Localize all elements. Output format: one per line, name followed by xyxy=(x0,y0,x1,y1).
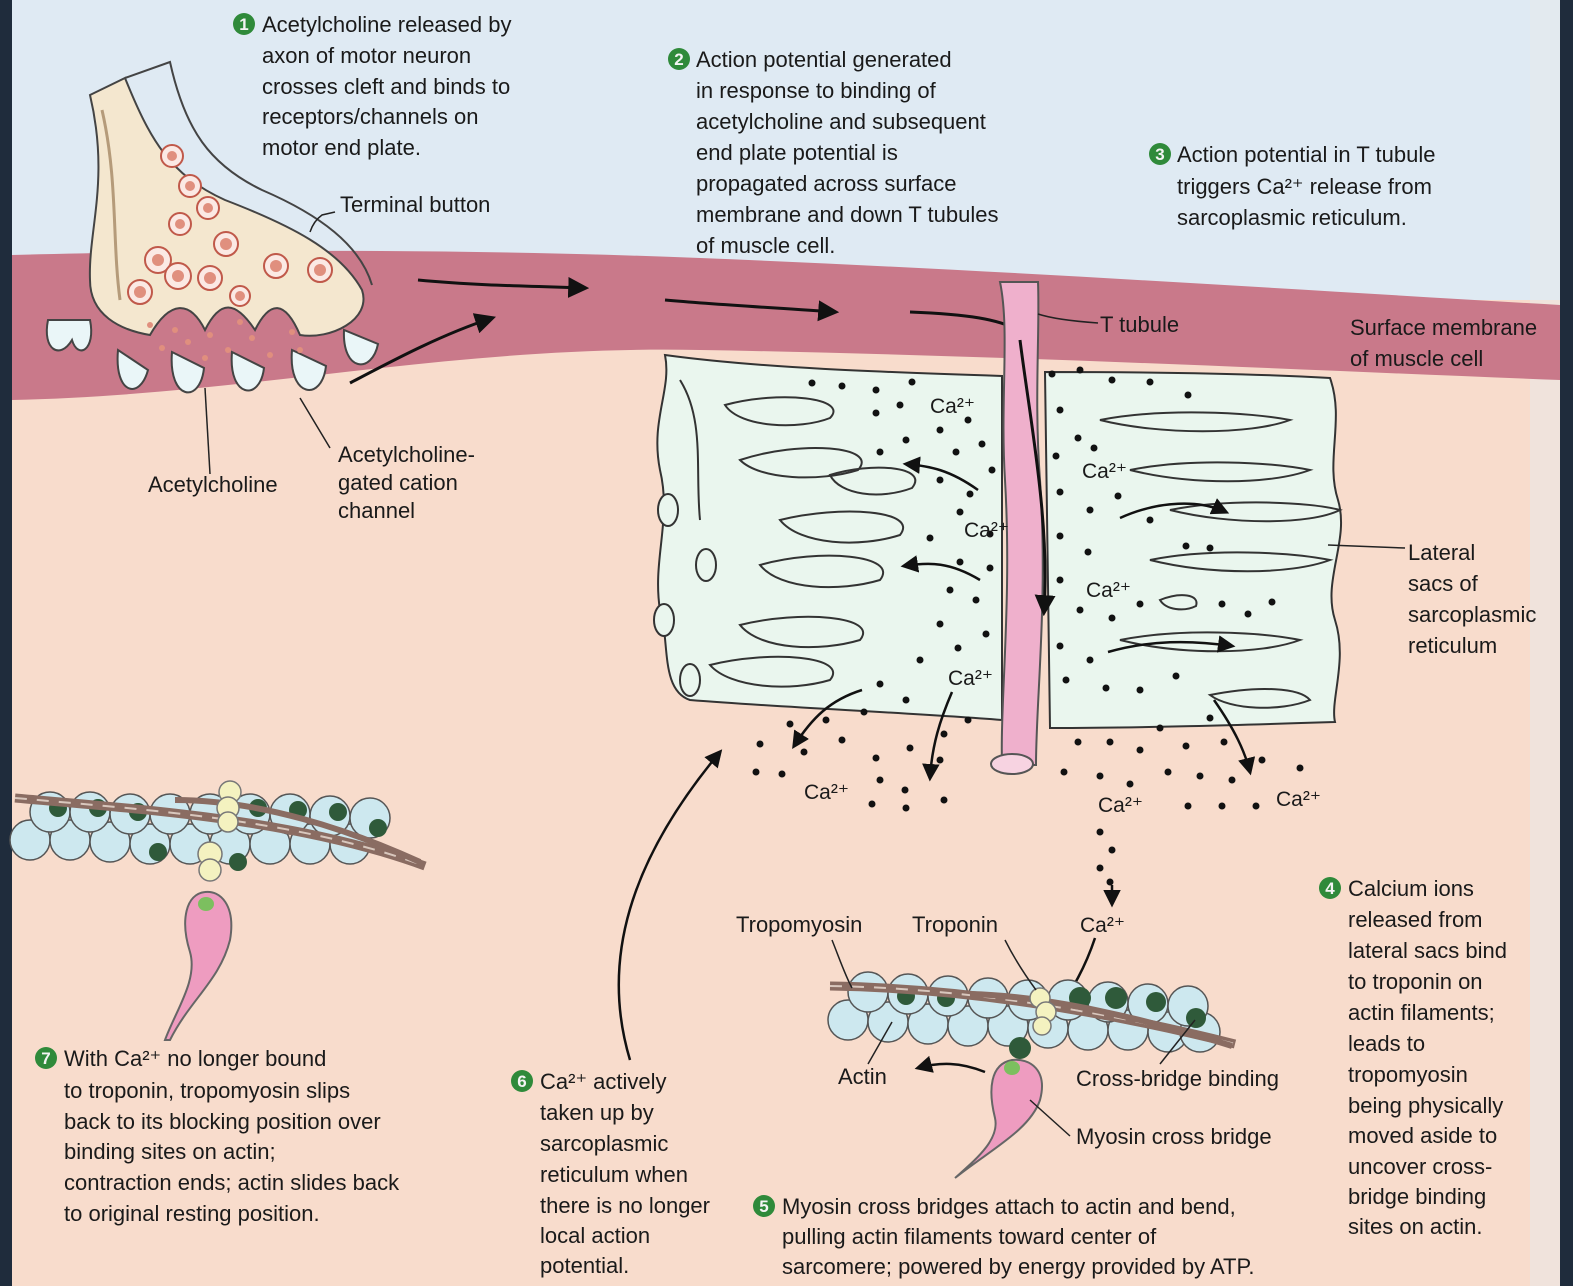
right-edge-shadow xyxy=(1530,0,1560,1286)
step-4-line: being physically xyxy=(1348,1093,1503,1118)
step-1-line: receptors/channels on xyxy=(262,104,478,129)
synaptic-vesicle xyxy=(308,258,332,282)
label-lateral-sacs-line: sarcoplasmic xyxy=(1408,602,1536,627)
label-ach-channel-line: channel xyxy=(338,498,415,523)
ca-label: Ca²⁺ xyxy=(1098,794,1143,817)
step-6-line: local action xyxy=(540,1223,650,1248)
step-5-line: Myosin cross bridges attach to actin and… xyxy=(782,1194,1236,1219)
ca-label: Ca²⁺ xyxy=(1086,579,1131,602)
step-7-line: With Ca²⁺ no longer bound xyxy=(64,1046,326,1071)
step-1-line: axon of motor neuron xyxy=(262,43,471,68)
label-lateral-sacs-line: reticulum xyxy=(1408,633,1497,658)
step-7-line: binding sites on actin; xyxy=(64,1139,276,1164)
synaptic-vesicle xyxy=(128,280,152,304)
step-6-line: sarcoplasmic xyxy=(540,1131,668,1156)
step-4-line: moved aside to xyxy=(1348,1123,1497,1148)
label-tropomyosin: Tropomyosin xyxy=(736,912,862,937)
label-ach-channel-line: Acetylcholine- xyxy=(338,442,475,467)
label-lateral-sacs-line: sacs of xyxy=(1408,571,1479,596)
step-6-line: reticulum when xyxy=(540,1162,688,1187)
step-2-line: in response to binding of xyxy=(696,78,937,103)
label-terminal-button: Terminal button xyxy=(340,192,490,217)
step-2-number: 2 xyxy=(674,50,683,69)
step-1-number: 1 xyxy=(239,15,248,34)
label-ach-channel-line: gated cation xyxy=(338,470,458,495)
step-5-line: pulling actin filaments toward center of xyxy=(782,1224,1157,1249)
synaptic-vesicle xyxy=(214,232,238,256)
step-4-line: leads to xyxy=(1348,1031,1425,1056)
label-acetylcholine: Acetylcholine xyxy=(148,472,278,497)
step-1-line: crosses cleft and binds to xyxy=(262,74,510,99)
label-troponin: Troponin xyxy=(912,912,998,937)
step-3: 3 Action potential in T tubule triggers … xyxy=(1149,142,1442,230)
step-3-text: Action potential in T tubule triggers Ca… xyxy=(1177,142,1442,230)
step-2-line: membrane and down T tubules xyxy=(696,202,999,227)
label-lateral-sacs-line: Lateral xyxy=(1408,540,1475,565)
label-surface-membrane-line: Surface membrane xyxy=(1350,315,1537,340)
synaptic-vesicle xyxy=(165,263,191,289)
ca-label: Ca²⁺ xyxy=(1080,914,1125,937)
label-actin: Actin xyxy=(838,1064,887,1089)
step-2-line: Action potential generated xyxy=(696,47,952,72)
step-4-line: to troponin on xyxy=(1348,969,1483,994)
synaptic-vesicle xyxy=(169,213,191,235)
synaptic-vesicle xyxy=(230,286,250,306)
step-3-number: 3 xyxy=(1155,145,1164,164)
step-3-line: sarcoplasmic reticulum. xyxy=(1177,205,1407,230)
step-4-line: lateral sacs bind xyxy=(1348,938,1507,963)
ca-label: Ca²⁺ xyxy=(1276,788,1321,811)
step-4-line: bridge binding xyxy=(1348,1184,1486,1209)
step-6-line: there is no longer xyxy=(540,1193,710,1218)
step-7-line: contraction ends; actin slides back xyxy=(64,1170,400,1195)
step-7-line: to original resting position. xyxy=(64,1201,320,1226)
label-cross-bridge-binding: Cross-bridge binding xyxy=(1076,1066,1279,1091)
step-4-line: tropomyosin xyxy=(1348,1062,1468,1087)
ca-label: Ca²⁺ xyxy=(930,395,975,418)
step-6-line: Ca²⁺ actively xyxy=(540,1069,667,1094)
ca-label: Ca²⁺ xyxy=(1082,460,1127,483)
step-1-line: motor end plate. xyxy=(262,135,421,160)
synaptic-vesicle xyxy=(264,254,288,278)
synaptic-vesicle xyxy=(161,145,183,167)
step-7-line: back to its blocking position over xyxy=(64,1109,381,1134)
step-4-line: Calcium ions xyxy=(1348,876,1474,901)
synaptic-vesicle xyxy=(198,266,222,290)
step-4-line: uncover cross- xyxy=(1348,1154,1492,1179)
step-5-line: sarcomere; powered by energy provided by… xyxy=(782,1254,1254,1279)
step-5-number: 5 xyxy=(759,1197,768,1216)
ca-label: Ca²⁺ xyxy=(964,519,1009,542)
step-6-line: taken up by xyxy=(540,1100,654,1125)
step-3-line: Action potential in T tubule xyxy=(1177,142,1435,167)
label-t-tubule: T tubule xyxy=(1100,312,1179,337)
step-2-line: propagated across surface xyxy=(696,171,957,196)
step-2-line: acetylcholine and subsequent xyxy=(696,109,986,134)
synaptic-vesicle xyxy=(179,175,201,197)
step-2-line: of muscle cell. xyxy=(696,233,835,258)
label-myosin-cross-bridge: Myosin cross bridge xyxy=(1076,1124,1272,1149)
step-2-line: end plate potential is xyxy=(696,140,898,165)
step-4-line: actin filaments; xyxy=(1348,1000,1495,1025)
step-4-line: sites on actin. xyxy=(1348,1214,1483,1239)
label-surface-membrane-line: of muscle cell xyxy=(1350,346,1483,371)
step-7-number: 7 xyxy=(41,1049,50,1068)
step-7-line: to troponin, tropomyosin slips xyxy=(64,1078,350,1103)
step-4-number: 4 xyxy=(1325,879,1335,898)
ca-label: Ca²⁺ xyxy=(948,667,993,690)
step-3-line: triggers Ca²⁺ release from xyxy=(1177,174,1432,199)
step-1-line: Acetylcholine released by xyxy=(262,12,511,37)
synaptic-vesicle xyxy=(197,197,219,219)
ca-label: Ca²⁺ xyxy=(804,781,849,804)
step-4-line: released from xyxy=(1348,907,1483,932)
step-6-number: 6 xyxy=(517,1072,526,1091)
step-6-line: potential. xyxy=(540,1253,629,1278)
